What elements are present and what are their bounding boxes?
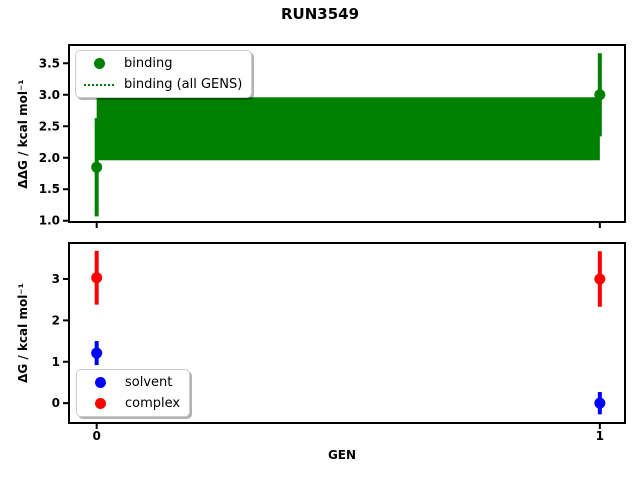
axes-bottom: 0 1 0 1 2 3 <box>52 242 626 443</box>
x-tick-label: 1 <box>596 429 604 443</box>
legend-item-binding-all-gens: binding (all GENS) <box>84 74 242 95</box>
legend-item-solvent: solvent <box>85 372 180 393</box>
legend-binding: binding binding (all GENS) <box>75 50 253 98</box>
y-tick-label: 1 <box>52 355 60 369</box>
y-tick-label: 0 <box>52 396 60 410</box>
y-tick-label: 3.0 <box>39 88 60 102</box>
x-axis-label: GEN <box>327 448 357 462</box>
binding-marker-icon <box>84 58 114 69</box>
axes-top: 1.0 1.5 2.0 2.5 3.0 3.5 <box>39 44 626 228</box>
y-tick-label: 2.0 <box>39 151 60 165</box>
axes-spines <box>68 242 626 424</box>
binding-all-gens-band <box>96 97 600 161</box>
y-tick-label: 1.0 <box>39 214 60 228</box>
y-tick-label: 3.5 <box>39 56 60 70</box>
legend-label-solvent: solvent <box>125 375 173 390</box>
y-axis-label-bottom: ΔG / kcal mol⁻¹ <box>16 283 30 383</box>
legend-item-complex: complex <box>85 393 180 414</box>
axes-spines <box>68 44 626 223</box>
figure-title: RUN3549 <box>280 5 360 23</box>
y-tick-label: 2 <box>52 313 60 327</box>
legend-label-binding: binding <box>124 56 173 71</box>
legend-label-complex: complex <box>125 396 181 411</box>
complex-marker-gen1 <box>594 273 606 285</box>
y-axis-label-top: ΔΔG / kcal mol⁻¹ <box>16 79 30 189</box>
legend-solvent-complex: solvent complex <box>76 369 191 417</box>
complex-marker-icon <box>85 398 115 409</box>
binding-marker-gen0 <box>91 161 103 173</box>
solvent-marker-gen0 <box>91 347 103 359</box>
y-tick-label: 2.5 <box>39 119 60 133</box>
solvent-marker-icon <box>85 377 115 388</box>
legend-label-binding-all-gens: binding (all GENS) <box>124 77 243 92</box>
x-tick-label: 0 <box>92 429 100 443</box>
y-tick-label: 1.5 <box>39 182 60 196</box>
binding-marker-gen1 <box>594 89 606 101</box>
solvent-marker-gen1 <box>594 397 606 409</box>
binding-all-gens-line-icon <box>84 83 114 86</box>
complex-marker-gen0 <box>91 272 103 284</box>
y-tick-label: 3 <box>52 272 60 286</box>
legend-item-binding: binding <box>84 53 242 74</box>
